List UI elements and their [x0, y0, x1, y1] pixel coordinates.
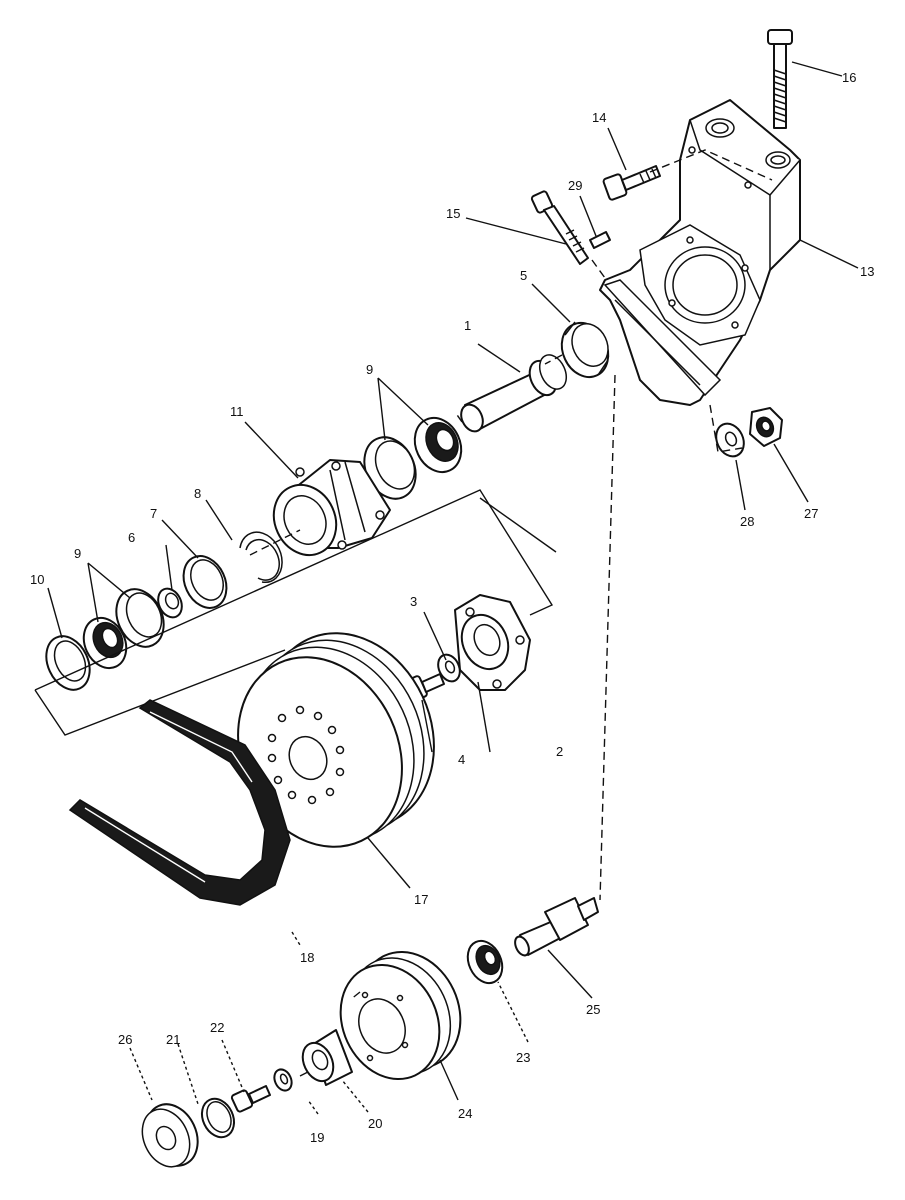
label-11: 11	[230, 404, 244, 419]
label-13: 13	[860, 264, 874, 279]
label-3: 3	[410, 594, 417, 609]
label-17: 17	[414, 892, 428, 907]
label-5: 5	[520, 268, 527, 283]
dust-cap	[141, 1103, 199, 1168]
leader-lines	[47, 61, 859, 1115]
idler-bolt	[230, 1085, 271, 1113]
label-4: 4	[458, 752, 465, 767]
drive-belt	[68, 699, 291, 906]
idler-pulley	[339, 950, 462, 1081]
label-10: 10	[30, 572, 44, 587]
upper-tapered-bearing	[413, 416, 463, 474]
label-19: 19	[310, 1130, 324, 1145]
snap-ring	[239, 531, 283, 584]
label-15: 15	[446, 206, 460, 221]
label-18: 18	[300, 950, 314, 965]
long-bolt	[767, 29, 793, 129]
label-20: 20	[368, 1116, 382, 1131]
label-16: 16	[842, 70, 856, 85]
label-6: 6	[128, 530, 135, 545]
bracket-nut	[749, 407, 783, 447]
label-24: 24	[458, 1106, 472, 1121]
lower-tapered-bearing	[82, 616, 128, 670]
idler-stud	[514, 897, 599, 957]
spindle-shaft	[460, 354, 568, 433]
label-8: 8	[194, 486, 201, 501]
label-1: 1	[464, 318, 471, 333]
label-14: 14	[592, 110, 606, 125]
bearing-spacer	[157, 587, 183, 619]
label-27: 27	[804, 506, 818, 521]
pulley-hub	[272, 459, 391, 557]
label-29: 29	[568, 178, 582, 193]
bracket-washer	[715, 422, 745, 458]
o-ring	[200, 1097, 236, 1139]
callout-labels: 1 2 3 4 5 6 7 8 9 9 10 11 13 14 15 16 17…	[30, 70, 874, 1145]
label-9-upper: 9	[366, 362, 373, 377]
assembly-axis-lines	[249, 149, 773, 1077]
idler-spacer	[301, 1029, 353, 1086]
label-25: 25	[586, 1002, 600, 1017]
lock-washer	[273, 1068, 293, 1092]
mounting-bracket	[599, 99, 801, 406]
drive-flange	[454, 594, 531, 691]
seal-ring	[560, 321, 610, 379]
label-9-lower: 9	[74, 546, 81, 561]
adjusting-stud	[530, 190, 589, 265]
label-7: 7	[150, 506, 157, 521]
spacer-ring	[182, 555, 228, 609]
group-bracket-outline	[34, 489, 554, 736]
label-2: 2	[556, 744, 563, 759]
idler-bearing	[466, 939, 504, 985]
label-22: 22	[210, 1020, 224, 1035]
label-26: 26	[118, 1032, 132, 1047]
label-21: 21	[166, 1032, 180, 1047]
roll-pin	[589, 231, 611, 249]
lower-bearing-race	[115, 588, 165, 648]
main-pulley	[237, 632, 435, 848]
label-23: 23	[516, 1050, 530, 1065]
flat-washer	[437, 653, 461, 683]
label-28: 28	[740, 514, 754, 529]
